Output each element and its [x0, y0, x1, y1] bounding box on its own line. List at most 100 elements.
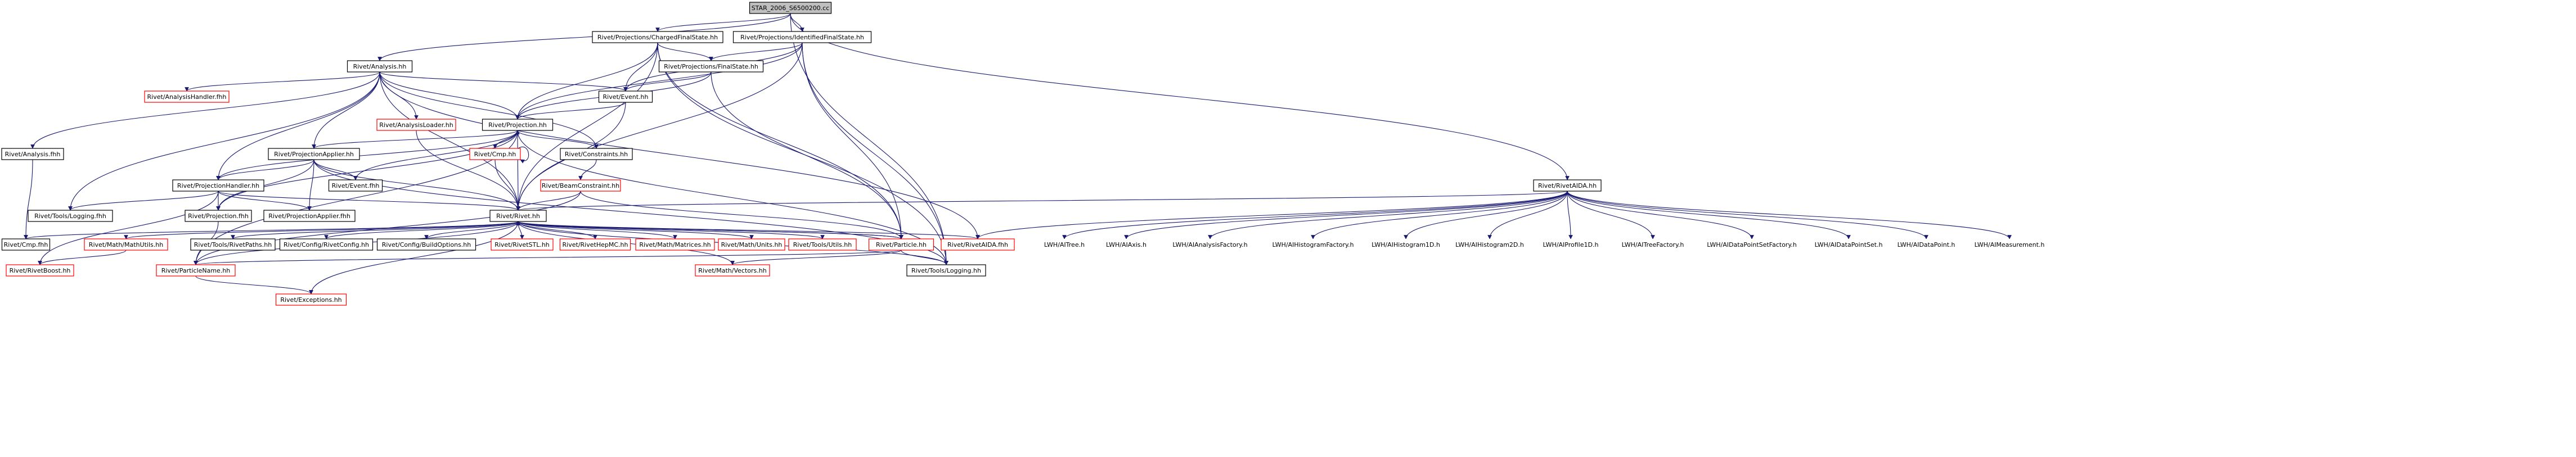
node-label: LWH/AIDataPoint.h: [1898, 241, 1955, 248]
node-rivetaidafhh[interactable]: Rivet/RivetAIDA.fhh: [941, 238, 1015, 251]
node-beamconstraint[interactable]: Rivet/BeamConstraint.hh: [540, 179, 621, 192]
edge-chargedfs-to-projection: [515, 42, 658, 120]
edge-chargedfs-to-finalstate: [657, 42, 713, 61]
node-label: Rivet/Math/Matrices.hh: [639, 241, 711, 248]
node-mathutils[interactable]: Rivet/Math/MathUtils.hh: [84, 238, 168, 251]
node-particle[interactable]: Rivet/Particle.hh: [868, 238, 934, 251]
node-iaxis: LWH/AIAxis.h: [1099, 239, 1153, 250]
node-exceptions[interactable]: Rivet/Exceptions.hh: [275, 293, 347, 306]
node-rivetaida[interactable]: Rivet/RivetAIDA.hh: [1533, 179, 1602, 192]
node-box: [1099, 239, 1153, 250]
node-box: [279, 238, 374, 251]
node-box: [906, 264, 986, 277]
edge-rivethh-to-rivetpaths: [231, 221, 519, 239]
edge-identifiedfs-to-projection: [515, 42, 803, 120]
node-root[interactable]: STAR_2006_S6500200.cc: [749, 2, 832, 14]
node-analysisloader[interactable]: Rivet/AnalysisLoader.hh: [376, 119, 456, 131]
node-particlename[interactable]: Rivet/ParticleName.hh: [156, 264, 236, 277]
node-projection[interactable]: Rivet/Projection.hh: [482, 119, 554, 131]
node-label: LWH/AIHistogramFactory.h: [1273, 241, 1354, 248]
node-box: [1, 148, 64, 160]
edge-projapplier-to-rivethh: [313, 159, 520, 211]
node-projapplierfhh[interactable]: Rivet/ProjectionApplier.fhh: [263, 210, 356, 222]
node-event[interactable]: Rivet/Event.hh: [598, 91, 653, 103]
edge-projection-to-projapplier: [312, 130, 518, 149]
node-itree: LWH/AITree.h: [1037, 239, 1091, 250]
edge-rivethh-to-mathutils: [124, 221, 519, 239]
edge-analysis-to-projapplier: [312, 71, 380, 149]
edge-particle-to-toolslogginghh: [901, 250, 948, 265]
node-iprofile1d: LWH/AIProfile1D.h: [1535, 239, 1607, 250]
node-toolsloggingfhh[interactable]: Rivet/Tools/Logging.fhh: [28, 210, 113, 222]
node-mathmatrices[interactable]: Rivet/Math/Matrices.hh: [635, 238, 715, 251]
node-label: LWH/AIHistogram2D.h: [1455, 241, 1524, 248]
node-box: [1700, 239, 1804, 250]
edge-cmphh-to-cmphh: [518, 146, 529, 164]
edge-rivetaida-to-itreefactory: [1567, 191, 1655, 239]
node-rivethepmc[interactable]: Rivet/RivetHepMC.hh: [559, 238, 631, 251]
edge-chargedfs-to-rivethh: [516, 42, 658, 211]
edge-rivetaida-to-ihist2d: [1487, 191, 1568, 239]
edge-analysis-to-projhandler: [216, 71, 380, 180]
node-label: LWH/AITree.h: [1044, 241, 1085, 248]
node-label: Rivet/Math/Units.hh: [721, 241, 783, 248]
node-label: Rivet/Event.fhh: [332, 182, 380, 189]
node-label: Rivet/Tools/Logging.fhh: [34, 212, 106, 220]
node-eventfhh[interactable]: Rivet/Event.fhh: [328, 179, 383, 192]
node-box: [695, 264, 770, 277]
edge-rivethh-to-rivetaidafhh: [518, 221, 980, 239]
node-box: [1367, 239, 1445, 250]
edge-cmphh-to-rivethh: [494, 159, 520, 211]
node-rivethh[interactable]: Rivet/Rivet.hh: [489, 210, 547, 222]
node-label: Rivet/Math/MathUtils.hh: [89, 241, 163, 248]
node-rivetstl[interactable]: Rivet/RivetSTL.hh: [491, 238, 554, 251]
node-toolsutils[interactable]: Rivet/Tools/Utils.hh: [788, 238, 857, 251]
node-analysishandlerfhh[interactable]: Rivet/AnalysisHandler.fhh: [144, 91, 230, 103]
node-identifiedfs[interactable]: Rivet/Projections/IdentifiedFinalState.h…: [732, 31, 872, 43]
node-label: Rivet/Projections/ChargedFinalState.hh: [597, 34, 718, 41]
node-toolslogginghh[interactable]: Rivet/Tools/Logging.hh: [906, 264, 986, 277]
node-box: [560, 148, 633, 160]
edge-analysis-to-analysishandlerfhh: [185, 71, 380, 92]
node-constraints[interactable]: Rivet/Constraints.hh: [560, 148, 633, 160]
node-finalstate[interactable]: Rivet/Projections/FinalState.hh: [658, 60, 764, 73]
node-chargedfs[interactable]: Rivet/Projections/ChargedFinalState.hh: [592, 31, 723, 43]
edge-projection-to-projhandler: [216, 130, 518, 180]
edge-rivetaida-to-ihist1d: [1404, 191, 1568, 239]
edge-analysis-to-rivetaidafhh: [379, 71, 980, 239]
node-analysis[interactable]: Rivet/Analysis.hh: [347, 60, 413, 73]
edge-projhandler-to-rivetboost: [38, 191, 219, 265]
edge-projapplier-to-eventfhh: [313, 159, 358, 180]
node-configrivet[interactable]: Rivet/Config/RivetConfig.hh: [279, 238, 374, 251]
node-box: [172, 179, 264, 192]
edge-rivetaida-to-imeasurement: [1567, 191, 2012, 239]
node-configbuild[interactable]: Rivet/Config/BuildOptions.hh: [376, 238, 476, 251]
node-cmphh[interactable]: Rivet/Cmp.hh: [469, 148, 521, 160]
node-rivetboost[interactable]: Rivet/RivetBoost.hh: [6, 264, 74, 277]
node-projectionfhh[interactable]: Rivet/Projection.fhh: [185, 210, 252, 222]
node-label: Rivet/ProjectionApplier.fhh: [268, 212, 350, 220]
edge-rivetaida-to-idpsfactory: [1567, 191, 1754, 239]
node-label: Rivet/RivetSTL.hh: [494, 241, 550, 248]
node-label: Rivet/RivetHepMC.hh: [563, 241, 628, 248]
node-mathunits[interactable]: Rivet/Math/Units.hh: [718, 238, 785, 251]
edge-projapplier-to-projapplierfhh: [307, 159, 314, 211]
node-label: Rivet/AnalysisLoader.hh: [379, 121, 453, 129]
edge-finalstate-to-particle: [711, 71, 903, 239]
edge-rivetaida-to-rivethh: [516, 191, 1568, 211]
node-projhandler[interactable]: Rivet/ProjectionHandler.hh: [172, 179, 264, 192]
edge-projhandler-to-projapplierfhh: [218, 191, 312, 211]
node-mathvectors[interactable]: Rivet/Math/Vectors.hh: [695, 264, 770, 277]
node-label: Rivet/Rivet.hh: [496, 212, 540, 220]
node-analysisfhh[interactable]: Rivet/Analysis.fhh: [1, 148, 64, 160]
edge-rivethh-to-rivethepmc: [518, 221, 597, 239]
edge-projhandler-to-rivethh: [218, 191, 520, 211]
node-label: LWH/AIMeasurement.h: [1975, 241, 2045, 248]
node-rivetpaths[interactable]: Rivet/Tools/RivetPaths.hh: [190, 238, 276, 251]
node-label: Rivet/ParticleName.hh: [161, 267, 231, 274]
node-projapplier[interactable]: Rivet/ProjectionApplier.hh: [268, 148, 360, 160]
node-cmpfhh[interactable]: Rivet/Cmp.fhh: [1, 238, 51, 251]
edge-rivetaida-to-ianalysisfactory: [1208, 191, 1568, 239]
node-label: Rivet/Analysis.fhh: [5, 151, 61, 158]
edge-rivethh-to-exceptions: [309, 221, 519, 295]
